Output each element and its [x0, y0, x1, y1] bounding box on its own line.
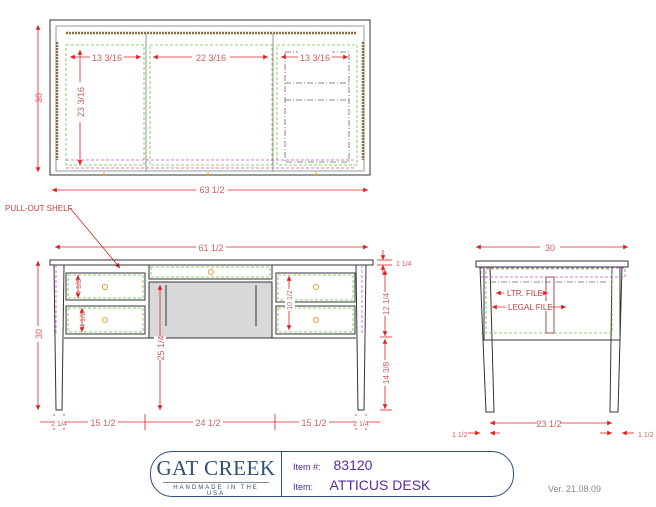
left-drawer-1[interactable] — [65, 272, 146, 301]
side-top — [475, 260, 629, 268]
pull-out-shelf-callout: PULL-OUT SHELF — [5, 204, 73, 213]
dim-front-width: 61 1/2 — [198, 243, 223, 253]
dim-side-depth: 30 — [545, 243, 555, 253]
desk-top — [49, 259, 374, 266]
item-name-label: Item: — [293, 482, 314, 492]
left-drawer-2[interactable] — [65, 305, 146, 335]
right-file-drawer[interactable] — [275, 272, 356, 303]
dim-top-depth: 30 — [34, 93, 44, 103]
desk-top-outline — [49, 19, 371, 176]
ltr-file-label: LTR. FILE — [507, 289, 543, 298]
dim-side-inner: 23 1/2 — [536, 419, 561, 429]
legal-file-label: LEGAL FILE — [508, 303, 553, 312]
version-label: Ver. 21.08.09 — [548, 484, 602, 494]
dim-center-bay: 22 3/16 — [196, 53, 226, 63]
gat-creek-logo: GAT CREEK HANDMADE IN THE USA — [151, 452, 282, 497]
dim-front-height: 30 — [34, 329, 44, 339]
right-leg — [355, 264, 367, 411]
item-name: ATTICUS DESK — [329, 477, 431, 493]
dim-center-opening: 24 1/2 — [195, 418, 220, 428]
front-bottom-dims: 2 1/4 15 1/2 24 1/2 15 1/2 2 1/4 — [40, 414, 380, 430]
dim-right-bay: 13 3/16 — [300, 53, 330, 63]
item-number: 83120 — [333, 457, 373, 473]
dim-left-bay: 13 3/16 — [92, 53, 122, 63]
dim-leg-height: 14 3/8 — [382, 361, 391, 384]
right-drawer-2[interactable] — [275, 305, 356, 335]
dim-bay-depth: 23 3/16 — [76, 87, 86, 117]
logo-tagline: HANDMADE IN THE USA — [163, 482, 269, 497]
logo-brand: GAT CREEK — [156, 456, 276, 480]
dim-drawer-1: 4 1/2 — [76, 279, 83, 295]
dim-apron: 12 1/4 — [382, 292, 391, 315]
dim-right-leg: 2 1/4 — [353, 421, 369, 428]
dim-top-width: 63 1/2 — [199, 185, 224, 195]
center-drawer[interactable] — [148, 264, 273, 280]
item-name-row: Item: ATTICUS DESK — [293, 477, 430, 493]
dim-side-right-leg: 1 1/2 — [638, 432, 654, 439]
knee-opening — [148, 281, 273, 339]
left-leg — [53, 264, 65, 411]
dim-knee-clearance: 25 1/4 — [156, 335, 166, 360]
side-view: 30 LTR. FILE LEGAL FILE 23 1/2 1 1/2 1 1… — [452, 241, 654, 439]
top-view: 30 63 1/2 13 3/16 22 3/16 13 3/16 23 3/1… — [34, 19, 371, 195]
title-block: GAT CREEK HANDMADE IN THE USA Item #: 83… — [150, 451, 514, 497]
dim-file-drawer: 10 1/2 — [287, 290, 294, 310]
dim-top-thickness: 1 1/4 — [396, 261, 412, 268]
dim-left-pedestal: 15 1/2 — [90, 418, 115, 428]
dim-right-pedestal: 15 1/2 — [301, 418, 326, 428]
dim-side-left-leg: 1 1/2 — [452, 432, 468, 439]
front-view: PULL-OUT SHELF 61 1/2 30 4 1/2 — [5, 204, 412, 430]
dim-drawer-2: 4 1/2 — [80, 312, 87, 328]
dim-left-leg: 2 1/4 — [51, 421, 67, 428]
item-number-label: Item #: — [293, 462, 321, 472]
item-number-row: Item #: 83120 — [293, 457, 372, 473]
